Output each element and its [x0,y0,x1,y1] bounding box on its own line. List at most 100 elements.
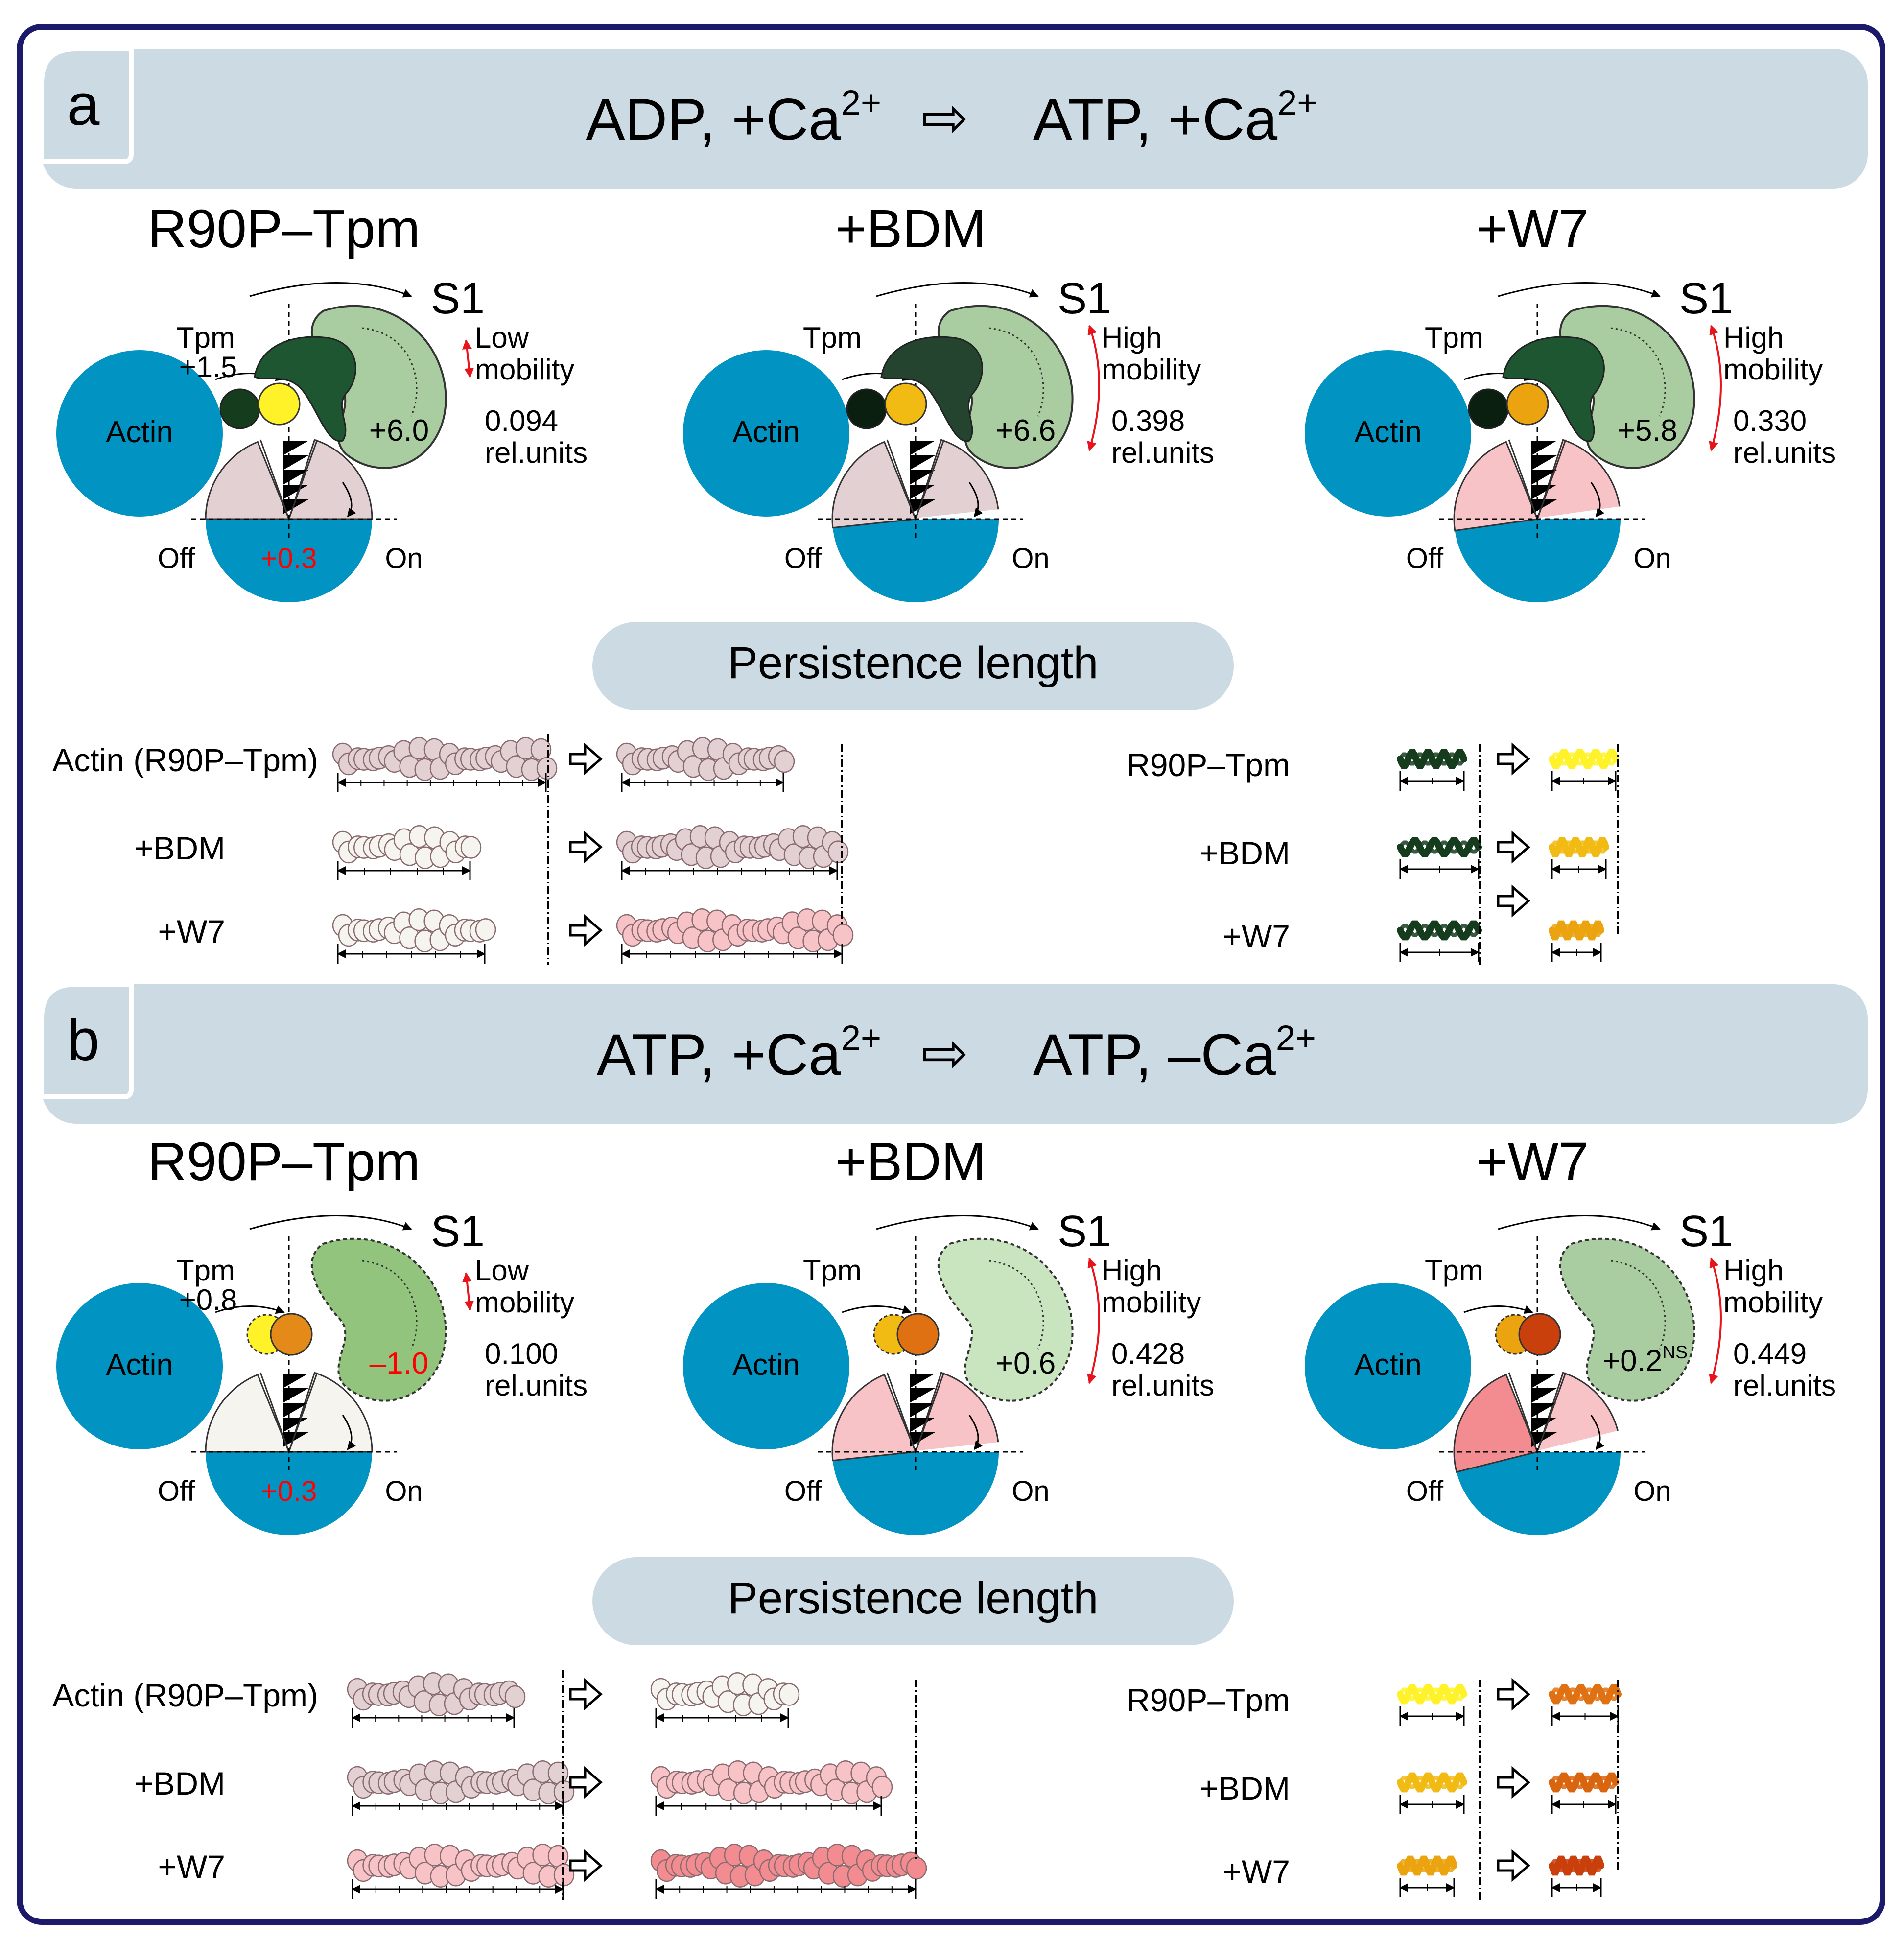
actin-subunit [832,924,854,947]
triangle-mark [910,1418,935,1432]
s1-head [1559,1237,1695,1402]
header-right-sup: 2+ [1277,84,1317,123]
rotation-arrow [1590,482,1605,518]
transition-arrow [569,830,603,864]
triangle-mark [1531,441,1557,455]
off-label: Off [158,1475,195,1507]
mobility-value: 0.330 [1733,404,1807,437]
s1-value: +5.8 [1618,414,1677,448]
off-label: Off [784,543,822,574]
mobility-label: mobility [1102,353,1201,386]
tpm-filament [1397,749,1467,791]
s1-dotted-contour [1610,1260,1666,1350]
triangle-mark [283,485,308,499]
actin-label: Actin [732,415,800,449]
actin-bottom-half [1454,519,1621,602]
actin-filament [650,1760,893,1816]
actin-bottom-half [832,1452,999,1535]
triangle-mark [1531,1374,1557,1388]
actin-filament [650,1672,800,1728]
transition-arrow [1497,884,1530,918]
rotation-arrow [1590,1415,1605,1450]
state-title: +W7 [1476,1132,1588,1192]
actin-subunit [460,836,482,859]
actin-filament [616,908,854,964]
actin-bottom-half [1454,1452,1621,1535]
off-sector [831,441,917,529]
tpm-filament [1549,1855,1604,1897]
actin-filament [650,1843,927,1899]
triangle-mark [283,1418,308,1432]
actin-subunit [504,1685,526,1708]
s1-label: S1 [1058,274,1111,323]
tpm-value: +0.8 [179,1283,237,1316]
header-arrow: ⇨ [921,87,968,149]
mobility-arrow [1087,1257,1100,1384]
actin-row-label: +W7 [158,913,225,949]
mobility-arrow [1709,1257,1722,1384]
tpm-row-label: +BDM [1199,1770,1290,1806]
rot-line [915,1442,999,1453]
transition-arrow [1497,1678,1530,1711]
s1-rotation-arrow [876,282,1039,298]
mobility-arrow [462,339,474,378]
rotation-arrow [342,482,356,518]
tpm-label: Tpm [1425,321,1483,354]
tpm-coil [1550,924,1603,937]
mobility-arrow [462,1272,474,1311]
tpm-coil [1550,752,1618,766]
tpm-coil [1398,1859,1456,1872]
s1-dotted-contour [988,327,1044,417]
mobility-level: Low [475,321,529,354]
actin-circle [683,1283,849,1449]
header-right-main: ATP, –Ca [1033,1022,1276,1088]
tpm-row-label: R90P–Tpm [1127,1682,1290,1718]
transition-arrow [569,1849,603,1882]
actin-filament [332,736,558,792]
actin-subunit [475,918,496,941]
actin-label: Actin [1354,415,1422,449]
tpm-coil [1550,1859,1603,1872]
mobility-units: rel.units [1733,436,1836,469]
actin-subunit [906,1856,927,1880]
rotation-arrow [342,1415,356,1450]
mobility-units: rel.units [1111,436,1214,469]
off-label: Off [784,1475,822,1507]
s1-head [254,305,447,469]
letter-tab [39,47,134,164]
on-label: On [1633,543,1671,574]
actin-filament [332,825,482,880]
tpm-label: Tpm [803,321,862,354]
tpm-value: +1.5 [179,351,237,383]
transition-arrow [569,1766,603,1799]
mobility-units: rel.units [485,436,588,469]
s1-dark-domain [254,336,356,442]
tpm-coil [1550,840,1608,854]
s1-head [880,305,1074,469]
transition-arrow [1497,1766,1530,1799]
mobility-value: 0.428 [1111,1337,1185,1370]
tpm-label: Tpm [1425,1254,1483,1287]
mobility-label: mobility [475,1286,574,1319]
persistence-title: Persistence length [728,1573,1099,1623]
panel-letter: b [67,1007,100,1073]
mobility-value: 0.449 [1733,1337,1807,1370]
tpm-circle [270,1313,313,1356]
s1-rotation-arrow [1498,282,1661,298]
header-band [42,984,1868,1124]
actin-circle [1305,1283,1471,1449]
tpm-row-label: R90P–Tpm [1127,747,1290,783]
actin-filament [347,1760,575,1816]
actin-row-label: Actin (R90P–Tpm) [52,742,318,778]
panel-letter: a [67,72,100,138]
state-title: R90P–Tpm [148,199,420,259]
mobility-arrow [1087,325,1100,451]
mobility-value: 0.398 [1111,404,1185,437]
mobility-label: mobility [1723,1286,1823,1319]
tpm-arrow [1463,1305,1533,1314]
header-left-main: ATP, +Ca [597,1022,841,1088]
